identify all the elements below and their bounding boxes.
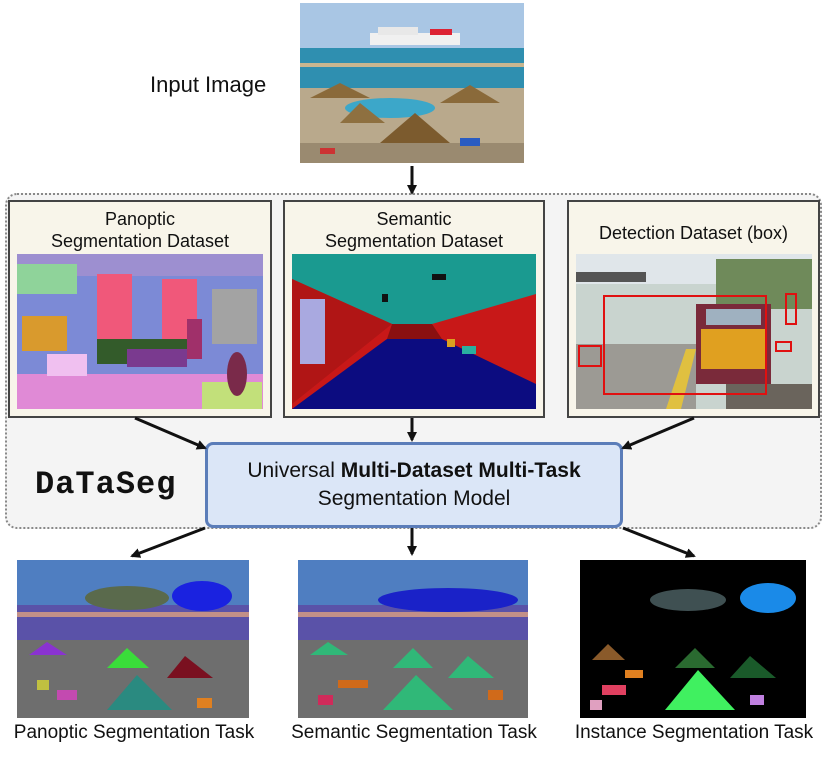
input-image <box>300 3 524 163</box>
semantic-task-label: Semantic Segmentation Task <box>291 722 537 743</box>
instance-output-image <box>580 560 806 718</box>
universal-model-box: Universal Multi-Dataset Multi-Task Segme… <box>205 442 623 528</box>
input-image-label: Input Image <box>150 72 267 97</box>
semantic-dataset-card: Semantic Segmentation Dataset <box>283 200 545 418</box>
panoptic-output-image <box>17 560 249 718</box>
detection-dataset-title: Detection Dataset (box) <box>598 223 789 243</box>
model-box-line1: Universal Multi-Dataset Multi-Task <box>208 457 620 485</box>
model-box-line2: Segmentation Model <box>317 487 511 510</box>
panoptic-dataset-card: Panoptic Segmentation Dataset <box>8 200 272 418</box>
semantic-output-image <box>298 560 528 718</box>
panoptic-dataset-image <box>17 254 263 409</box>
semantic-dataset-title-line1: Semantic <box>376 209 452 229</box>
model-line1-bold: Multi-Dataset Multi-Task <box>340 459 581 482</box>
arrow-detection-to-model <box>621 416 695 450</box>
panoptic-dataset-title-line1: Panoptic <box>104 209 176 229</box>
dataseg-framework-label: DaTaSeg <box>35 466 177 503</box>
arrow-panoptic-to-model <box>134 416 207 450</box>
arrow-model-to-panoptic <box>130 526 206 558</box>
detection-dataset-card: Detection Dataset (box) <box>567 200 820 418</box>
panoptic-dataset-title-line2: Segmentation Dataset <box>50 231 230 251</box>
arrow-model-to-instance <box>622 526 696 558</box>
model-line1-prefix: Universal <box>247 459 341 482</box>
panoptic-task-label: Panoptic Segmentation Task <box>13 722 255 743</box>
instance-task-label: Instance Segmentation Task <box>574 722 814 743</box>
detection-dataset-image <box>576 254 812 409</box>
semantic-dataset-image <box>292 254 536 409</box>
semantic-dataset-title-line2: Segmentation Dataset <box>324 231 504 251</box>
